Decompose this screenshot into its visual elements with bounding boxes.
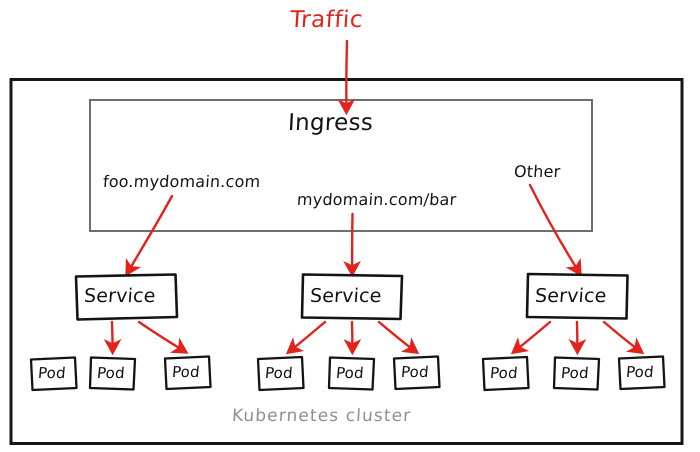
pod-box-3-1 bbox=[481, 355, 530, 392]
service-1-pod-3-arrow bbox=[137, 320, 189, 354]
ingress-title: Ingress bbox=[287, 110, 374, 136]
pod-label-2-2: Pod bbox=[335, 364, 365, 382]
pod-box-3-2 bbox=[552, 356, 601, 391]
kubernetes-cluster-label: Kubernetes cluster bbox=[231, 406, 412, 426]
pod-box-2-1 bbox=[256, 355, 305, 392]
pod-label-3-1: Pod bbox=[489, 364, 519, 382]
service-1-pod-2-arrow bbox=[103, 320, 122, 356]
pod-label-1-1: Pod bbox=[37, 364, 67, 382]
service-box-2 bbox=[300, 273, 404, 321]
service-label-3: Service bbox=[534, 285, 608, 307]
pod-label-1-2: Pod bbox=[96, 364, 126, 382]
service-3-pod-3-arrow bbox=[602, 320, 645, 355]
traffic-label: Traffic bbox=[289, 7, 364, 33]
service-label-2: Service bbox=[309, 285, 383, 307]
pod-label-2-1: Pod bbox=[264, 364, 294, 382]
pod-box-2-2 bbox=[327, 356, 376, 391]
pod-box-2-3 bbox=[392, 355, 441, 391]
pod-box-3-3 bbox=[617, 355, 666, 391]
route-label-foo-mydomain-com: foo.mydomain.com bbox=[102, 172, 262, 191]
service-2-pod-1-arrow bbox=[285, 320, 327, 355]
pod-box-1-1 bbox=[29, 356, 78, 392]
pod-box-1-2 bbox=[88, 356, 137, 391]
service-box-3 bbox=[525, 272, 629, 320]
pod-label-3-2: Pod bbox=[560, 364, 590, 382]
pod-box-1-3 bbox=[163, 355, 212, 391]
pod-label-3-3: Pod bbox=[625, 363, 655, 381]
route-arrow-other bbox=[528, 183, 582, 277]
route-arrow-foo-mydomain-com bbox=[125, 194, 174, 277]
traffic-arrow bbox=[337, 39, 356, 116]
route-label-other: Other bbox=[513, 162, 562, 181]
route-label-mydomain-com-bar: mydomain.com/bar bbox=[296, 190, 458, 209]
service-label-1: Service bbox=[83, 285, 157, 307]
pod-label-1-3: Pod bbox=[171, 363, 201, 381]
pod-label-2-3: Pod bbox=[400, 363, 430, 381]
service-3-pod-1-arrow bbox=[510, 320, 552, 355]
service-box-1 bbox=[74, 273, 179, 321]
service-2-pod-3-arrow bbox=[377, 320, 420, 355]
